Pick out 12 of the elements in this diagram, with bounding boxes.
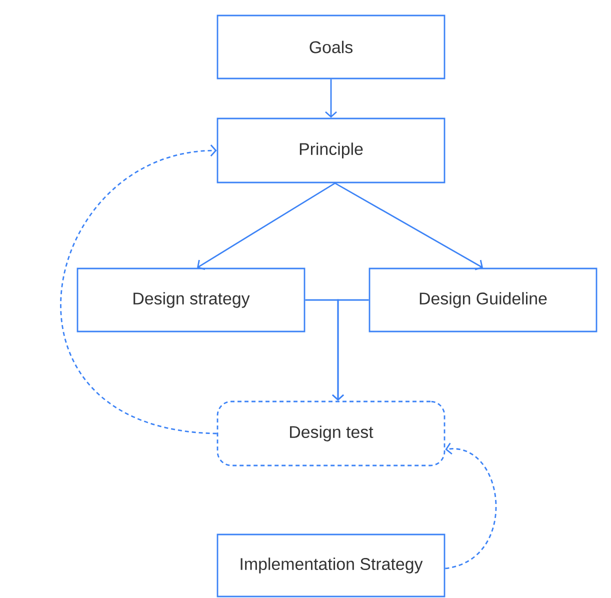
dashed-arrow [445, 442, 497, 570]
arrow [197, 182, 336, 270]
process-box: Goals [216, 14, 446, 80]
process-box: Implementation Strategy [216, 534, 446, 598]
process-box: Design Guideline [368, 268, 598, 332]
arrow [332, 299, 369, 401]
dashed-arrow [60, 144, 217, 434]
dashed-rounded-box: Design test [216, 400, 446, 466]
arrow [334, 182, 483, 270]
process-box: Principle [216, 118, 446, 184]
arrow [325, 79, 337, 118]
process-box: Design strategy [76, 268, 306, 332]
